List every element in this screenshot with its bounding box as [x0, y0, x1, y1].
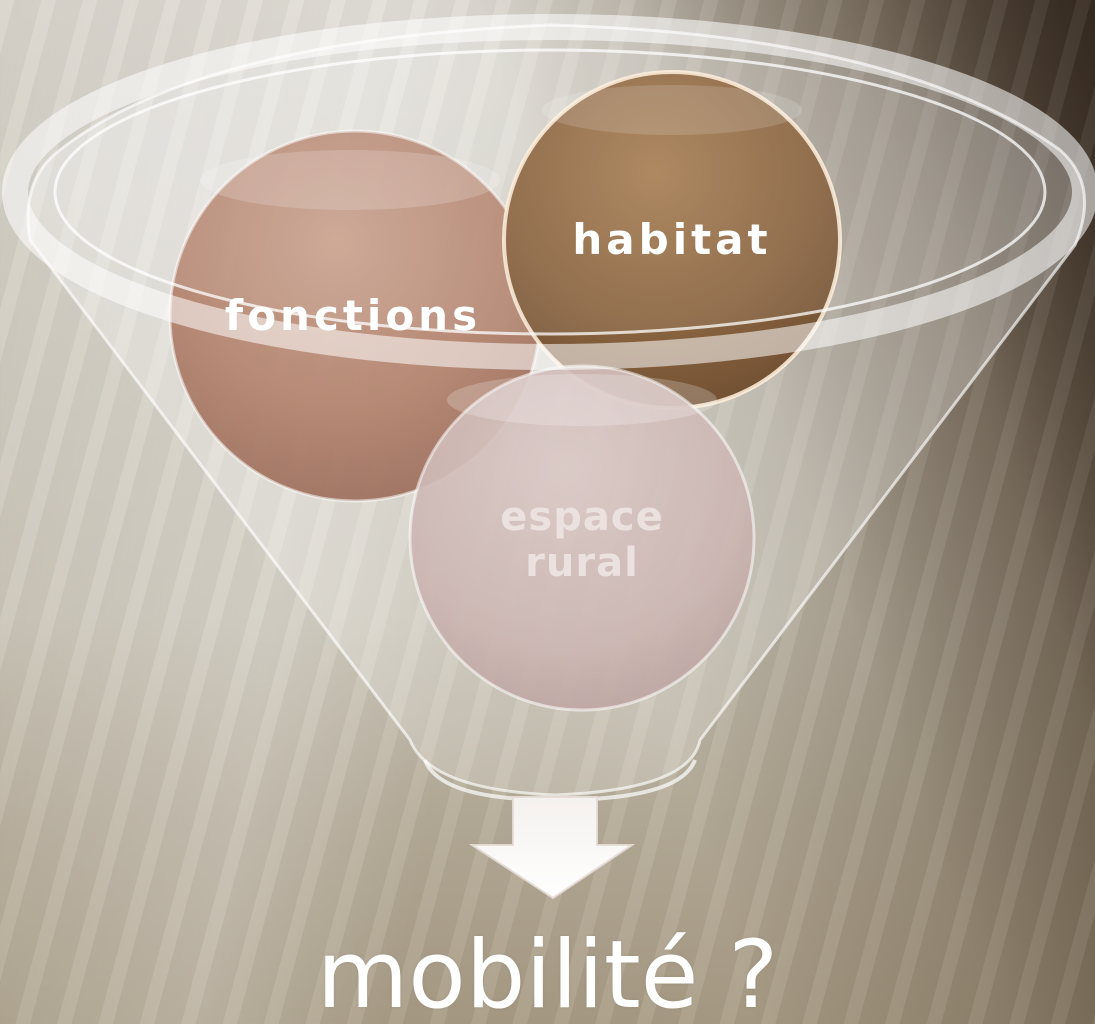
ball-fonctions [168, 129, 542, 503]
ball-label-habitat: habitat [572, 215, 771, 264]
ball-label-espace: espace [500, 494, 663, 540]
ball-label-fonctions: fonctions [225, 291, 481, 340]
down-arrow-icon [468, 796, 636, 900]
funnel-rim-inner [53, 48, 1047, 336]
funnel-rim-outer [2, 14, 1095, 370]
ball-label-rural: rural [525, 540, 639, 586]
caption-mobilite: mobilité ? [316, 921, 779, 1024]
ball-espace-rural [408, 364, 756, 712]
